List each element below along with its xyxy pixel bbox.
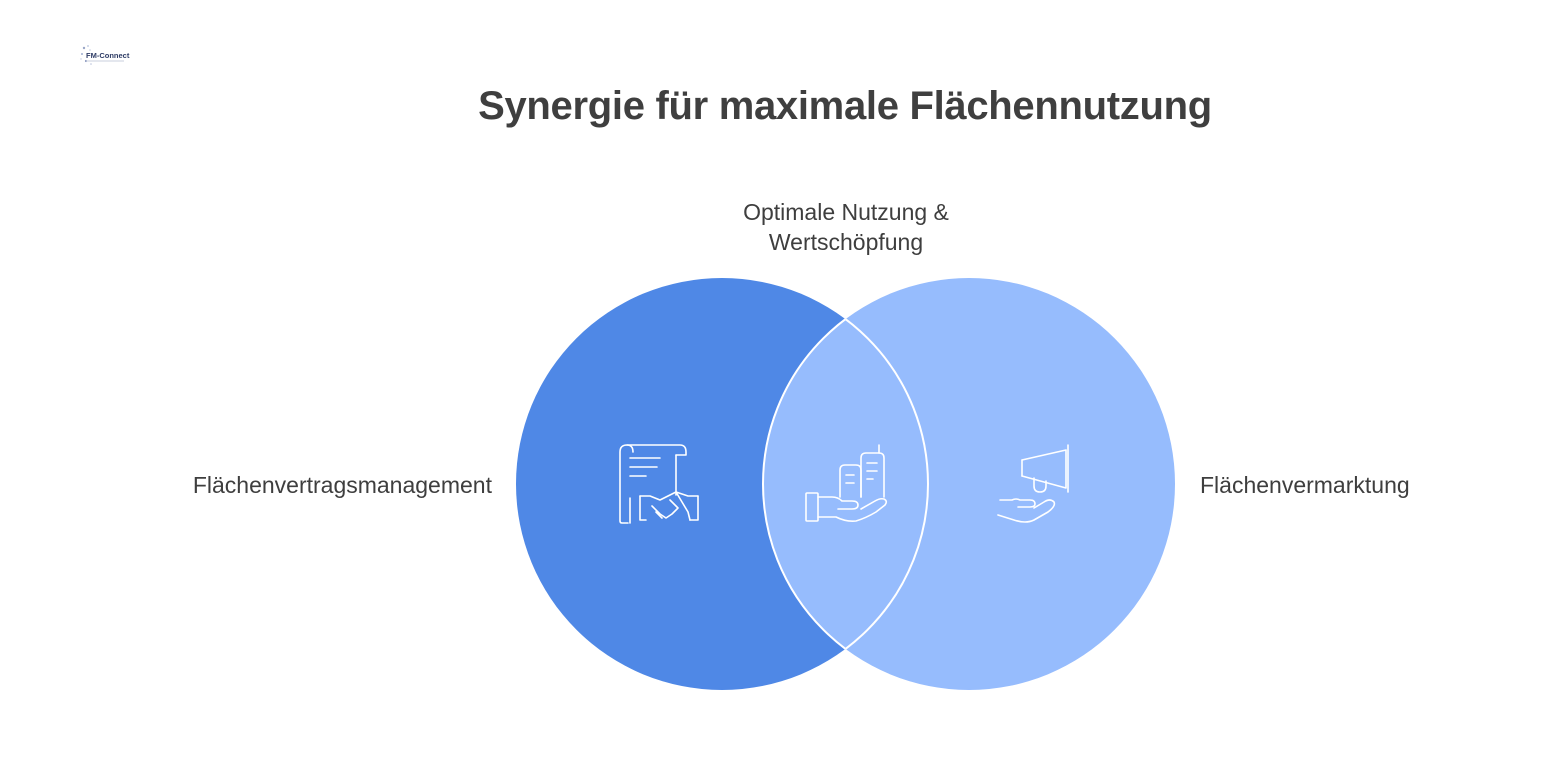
buildings-hand-icon bbox=[805, 444, 888, 522]
intersection-outline-left bbox=[763, 278, 929, 690]
page-title: Synergie für maximale Flächennutzung bbox=[478, 84, 1212, 128]
intersection-label: Optimale Nutzung & Wertschöpfung bbox=[692, 197, 1000, 257]
intersection-label-line1: Optimale Nutzung & bbox=[743, 199, 949, 225]
contract-handshake-icon bbox=[619, 444, 699, 524]
logo-text: FM-Connect.com bbox=[86, 51, 130, 60]
right-set-label: Flächenvermarktung bbox=[1200, 472, 1410, 498]
left-set-label: Flächenvertragsmanagement bbox=[192, 472, 492, 498]
intersection-outline-right bbox=[762, 278, 928, 690]
fm-connect-logo: FM-Connect.com bbox=[80, 45, 130, 65]
venn-intersection bbox=[763, 278, 928, 690]
intersection-label-line2: Wertschöpfung bbox=[768, 229, 924, 255]
megaphone-hand-icon bbox=[997, 444, 1069, 523]
